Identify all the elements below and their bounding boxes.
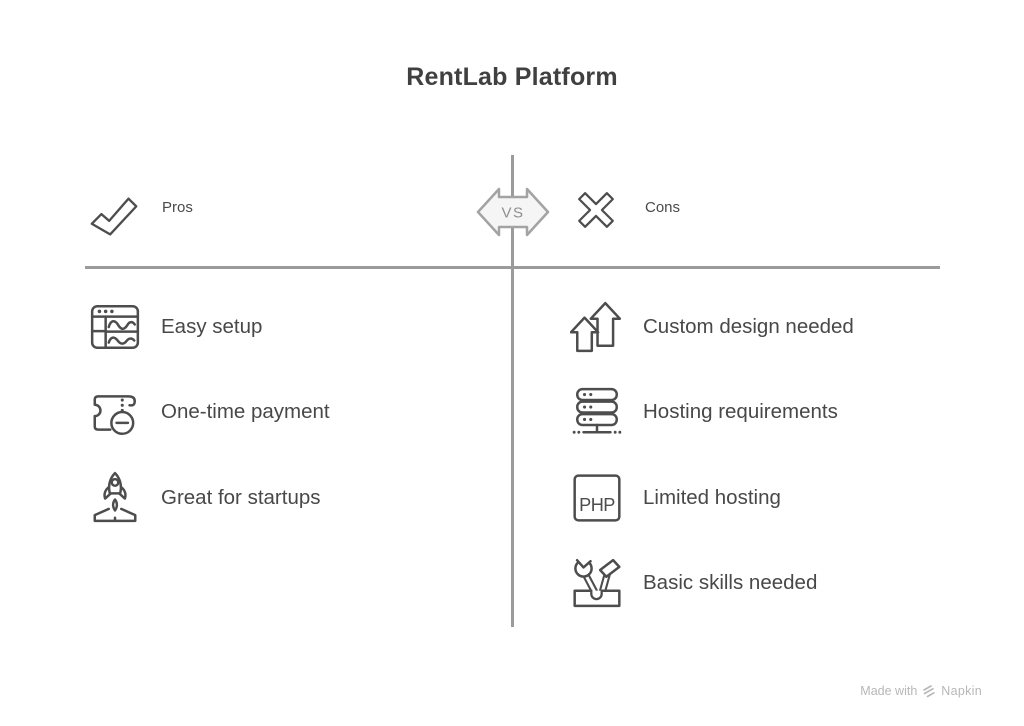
- pros-item-label: One-time payment: [161, 400, 330, 424]
- pros-item-label: Easy setup: [161, 314, 263, 338]
- pros-item-row: One-time payment: [88, 370, 330, 456]
- made-with-napkin: Made with Napkin: [860, 684, 982, 698]
- cons-item-label: Custom design needed: [643, 314, 854, 338]
- pros-label: Pros: [162, 198, 193, 216]
- cons-item-label: Hosting requirements: [643, 400, 838, 424]
- pros-item-label: Great for startups: [161, 485, 321, 509]
- brand-text: Napkin: [941, 684, 982, 698]
- cons-item-label: Limited hosting: [643, 485, 781, 509]
- tools-box-icon: [573, 556, 621, 608]
- cons-item-label: Basic skills needed: [643, 571, 818, 595]
- made-with-text: Made with: [860, 684, 918, 698]
- pros-item-row: Great for startups: [88, 455, 330, 541]
- vs-hexagon-icon: VS: [476, 187, 550, 237]
- vs-badge: VS: [474, 182, 552, 242]
- check-icon: [90, 197, 138, 236]
- browser-window-icon: [90, 304, 140, 349]
- ticket-discount-icon: [93, 395, 136, 436]
- cons-item-row: Basic skills needed: [570, 541, 854, 627]
- pros-list: Easy setup One-time payment Great for st…: [88, 284, 330, 541]
- rocket-launch-icon: [93, 471, 137, 522]
- growth-arrows-icon: [570, 301, 622, 352]
- pros-header: Pros: [85, 188, 193, 246]
- napkin-logo-icon: [923, 685, 936, 698]
- cons-item-row: Hosting requirements: [570, 370, 854, 456]
- x-icon: [578, 192, 614, 228]
- cons-list: Custom design needed Hosting requirement…: [570, 284, 854, 626]
- cons-header: Cons: [568, 182, 680, 238]
- cons-item-row: Custom design needed: [570, 284, 854, 370]
- php-text: PHP: [579, 495, 615, 515]
- horizontal-divider: [85, 266, 940, 269]
- php-box-icon: PHP: [573, 474, 621, 522]
- server-stack-icon: [572, 388, 622, 434]
- vertical-divider: [511, 155, 514, 627]
- pros-item-row: Easy setup: [88, 284, 330, 370]
- page-title: RentLab Platform: [406, 63, 618, 91]
- cons-label: Cons: [645, 198, 681, 216]
- cons-item-row: PHP Limited hosting: [570, 455, 854, 541]
- vs-label: VS: [501, 205, 524, 222]
